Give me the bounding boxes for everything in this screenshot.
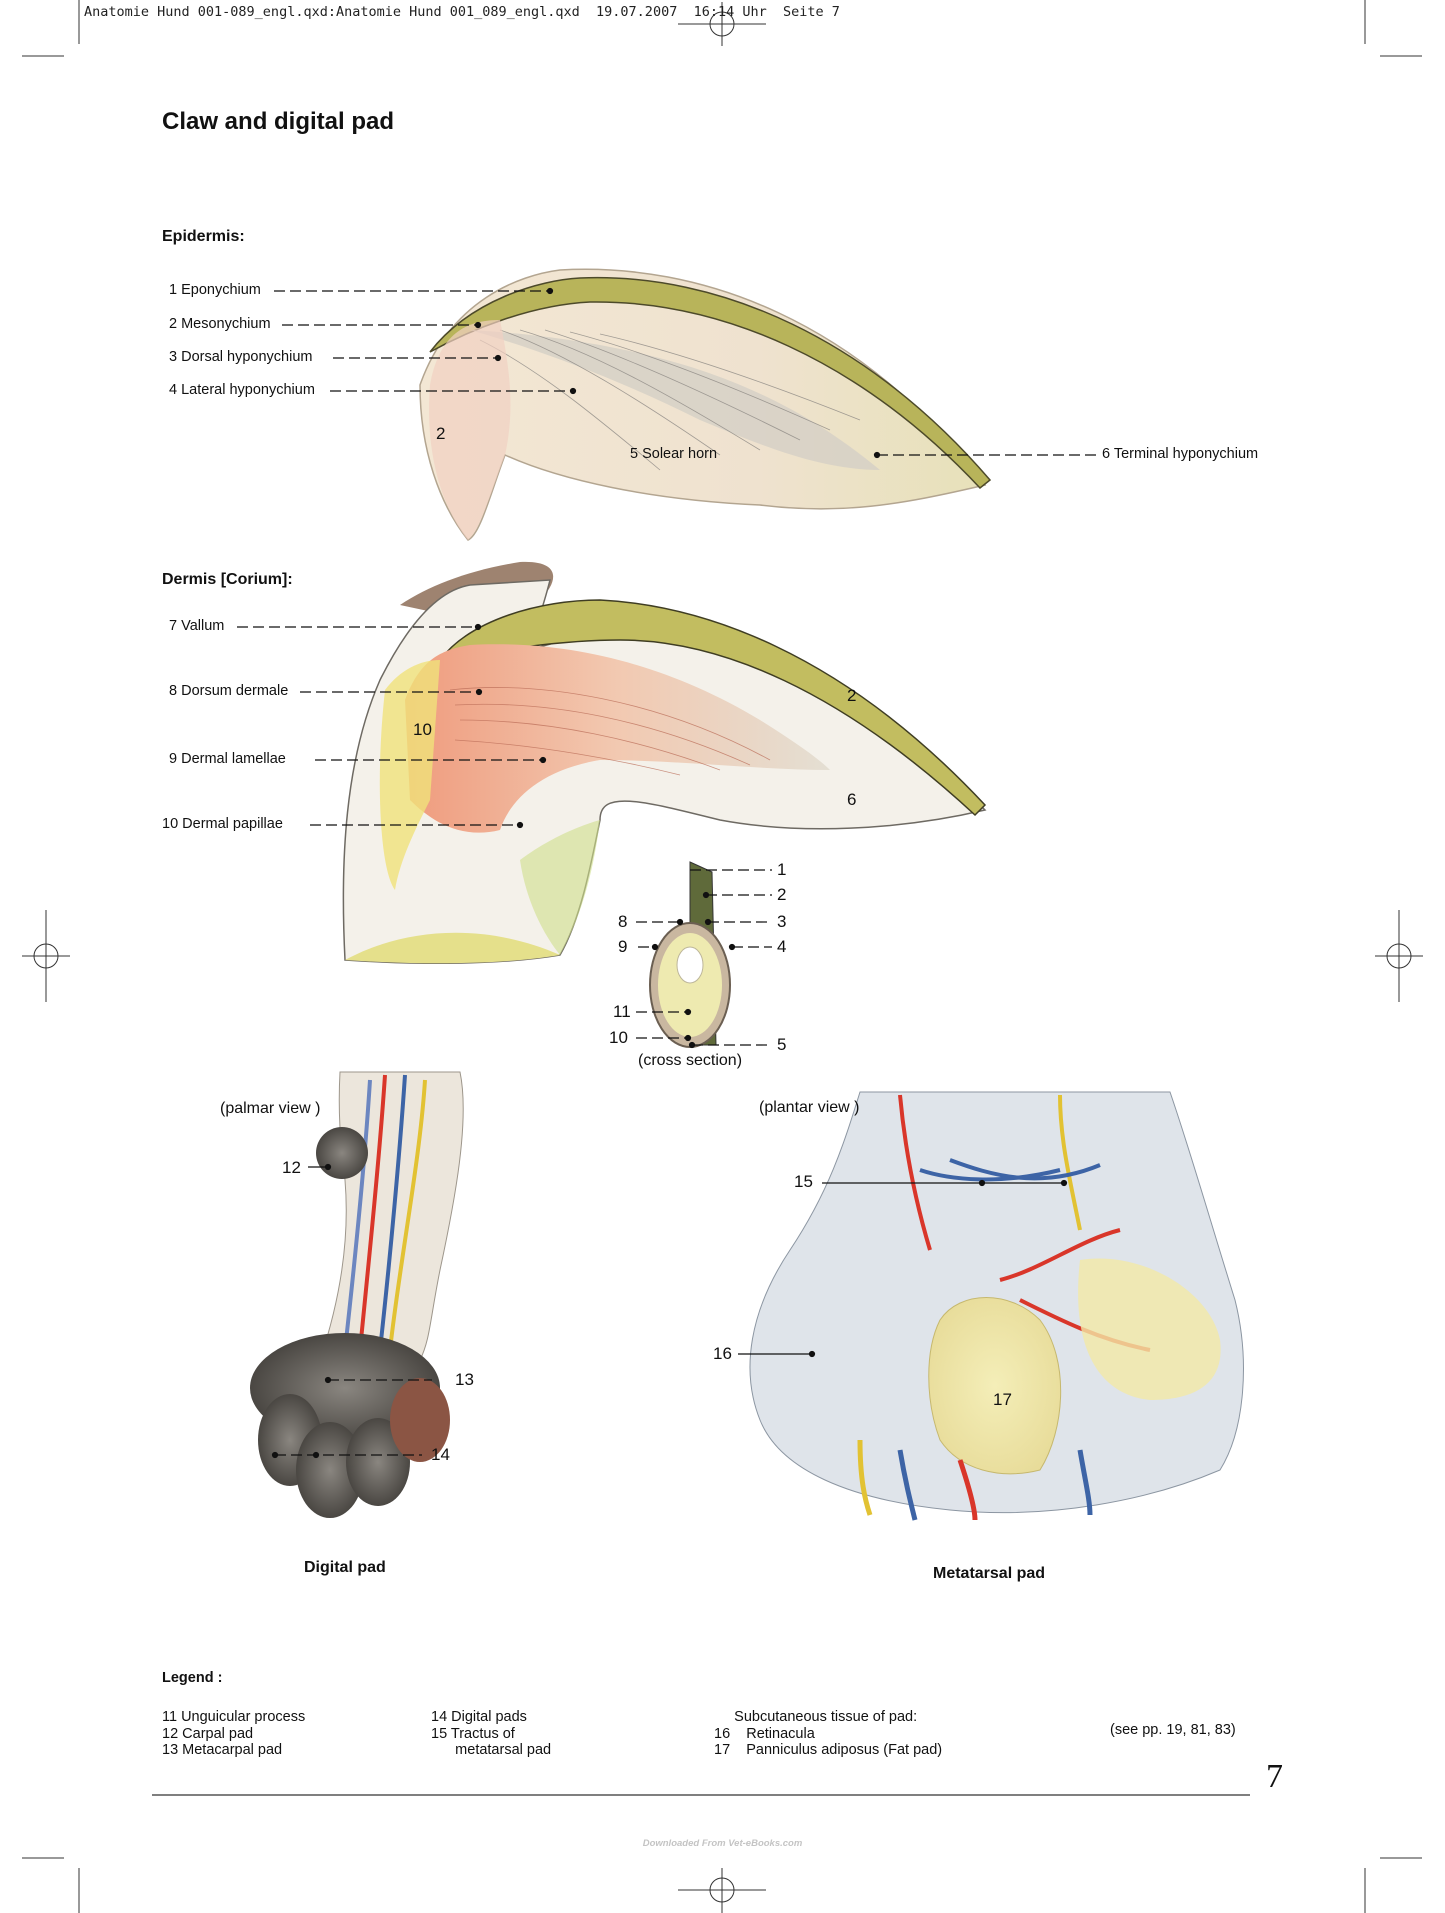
cross-number-11: 11 [613,1002,631,1021]
dermis-inner-number-2: 2 [847,686,857,705]
legend-item-14: 14 Digital pads [431,1709,527,1725]
cross-number-9: 9 [618,937,628,956]
metatarsal-pad-caption: Metatarsal pad [933,1565,1046,1582]
label-mesonychium: 2 Mesonychium [169,316,271,332]
number-16: 16 [713,1344,732,1363]
legend-item-17: 17 Panniculus adiposus (Fat pad) [714,1742,943,1758]
number-17: 17 [993,1390,1012,1409]
cross-number-8: 8 [618,912,628,931]
leader-lines [237,287,1097,1459]
legend-item-15: 15 Tractus of [431,1725,515,1742]
epidermis-inner-number: 2 [436,424,446,443]
label-vallum: 7 Vallum [169,618,225,634]
legend-heading: Legend : [162,1670,223,1686]
legend-item-11: 11 Unguicular process [162,1709,306,1725]
epidermis-heading: Epidermis: [162,228,245,245]
digital-pad-illustration [250,1071,464,1518]
label-dorsum-dermale: 8 Dorsum dermale [169,683,289,699]
dermis-inner-number-6: 6 [847,790,857,809]
legend-subcutaneous-heading: Subcutaneous tissue of pad: [714,1709,918,1725]
cross-number-3: 3 [777,912,787,931]
download-footer: Downloaded From Vet-eBooks.com [642,1838,803,1849]
page-title: Claw and digital pad [162,108,395,135]
cross-number-10: 10 [609,1028,628,1047]
legend-column-1: 11 Unguicular process 12 Carpal pad 13 M… [162,1709,305,1759]
palmar-view-label: (palmar view ) [220,1100,321,1117]
legend-column-2: 14 Digital pads 15 Tractus of metatarsal… [431,1709,551,1759]
label-dermal-papillae: 10 Dermal papillae [162,816,283,832]
cross-section-illustration [649,861,731,1048]
cross-number-4: 4 [777,937,787,956]
page-number: 7 [1266,1758,1283,1795]
legend-column-3: Subcutaneous tissue of pad: 16 Retinacul… [714,1709,942,1759]
label-terminal-hyponychium: 6 Terminal hyponychium [1102,446,1259,462]
label-dermal-lamellae: 9 Dermal lamellae [169,751,286,767]
number-12: 12 [282,1158,301,1177]
cross-number-2: 2 [777,885,787,904]
legend-item-15-cont: metatarsal pad [431,1742,552,1758]
crop-marks [22,0,1423,1913]
number-14: 14 [431,1445,450,1464]
digital-pad-caption: Digital pad [304,1559,386,1576]
label-solear-horn: 5 Solear horn [630,446,718,462]
print-slug: Anatomie Hund 001-089_engl.qxd:Anatomie … [84,4,840,20]
legend-item-13: 13 Metacarpal pad [162,1742,283,1758]
label-lateral-hyponychium: 4 Lateral hyponychium [169,382,315,398]
plantar-view-label: (plantar view ) [759,1099,860,1116]
label-eponychium: 1 Eponychium [169,282,261,298]
number-15: 15 [794,1172,813,1191]
legend-item-12: 12 Carpal pad [162,1725,254,1742]
dermis-heading: Dermis [Corium]: [162,571,293,588]
legend-page-reference: (see pp. 19, 81, 83) [1110,1722,1236,1738]
cross-section-caption: (cross section) [638,1052,743,1069]
legend-item-16: 16 Retinacula [714,1725,815,1742]
cross-number-1: 1 [777,860,787,879]
cross-number-5: 5 [777,1035,787,1054]
metatarsal-pad-illustration [749,1091,1244,1521]
dermis-claw-illustration [342,561,987,965]
epidermis-claw-illustration [419,268,992,541]
number-13: 13 [455,1370,474,1389]
label-dorsal-hyponychium: 3 Dorsal hyponychium [169,349,313,365]
dermis-inner-number-10: 10 [413,720,432,739]
